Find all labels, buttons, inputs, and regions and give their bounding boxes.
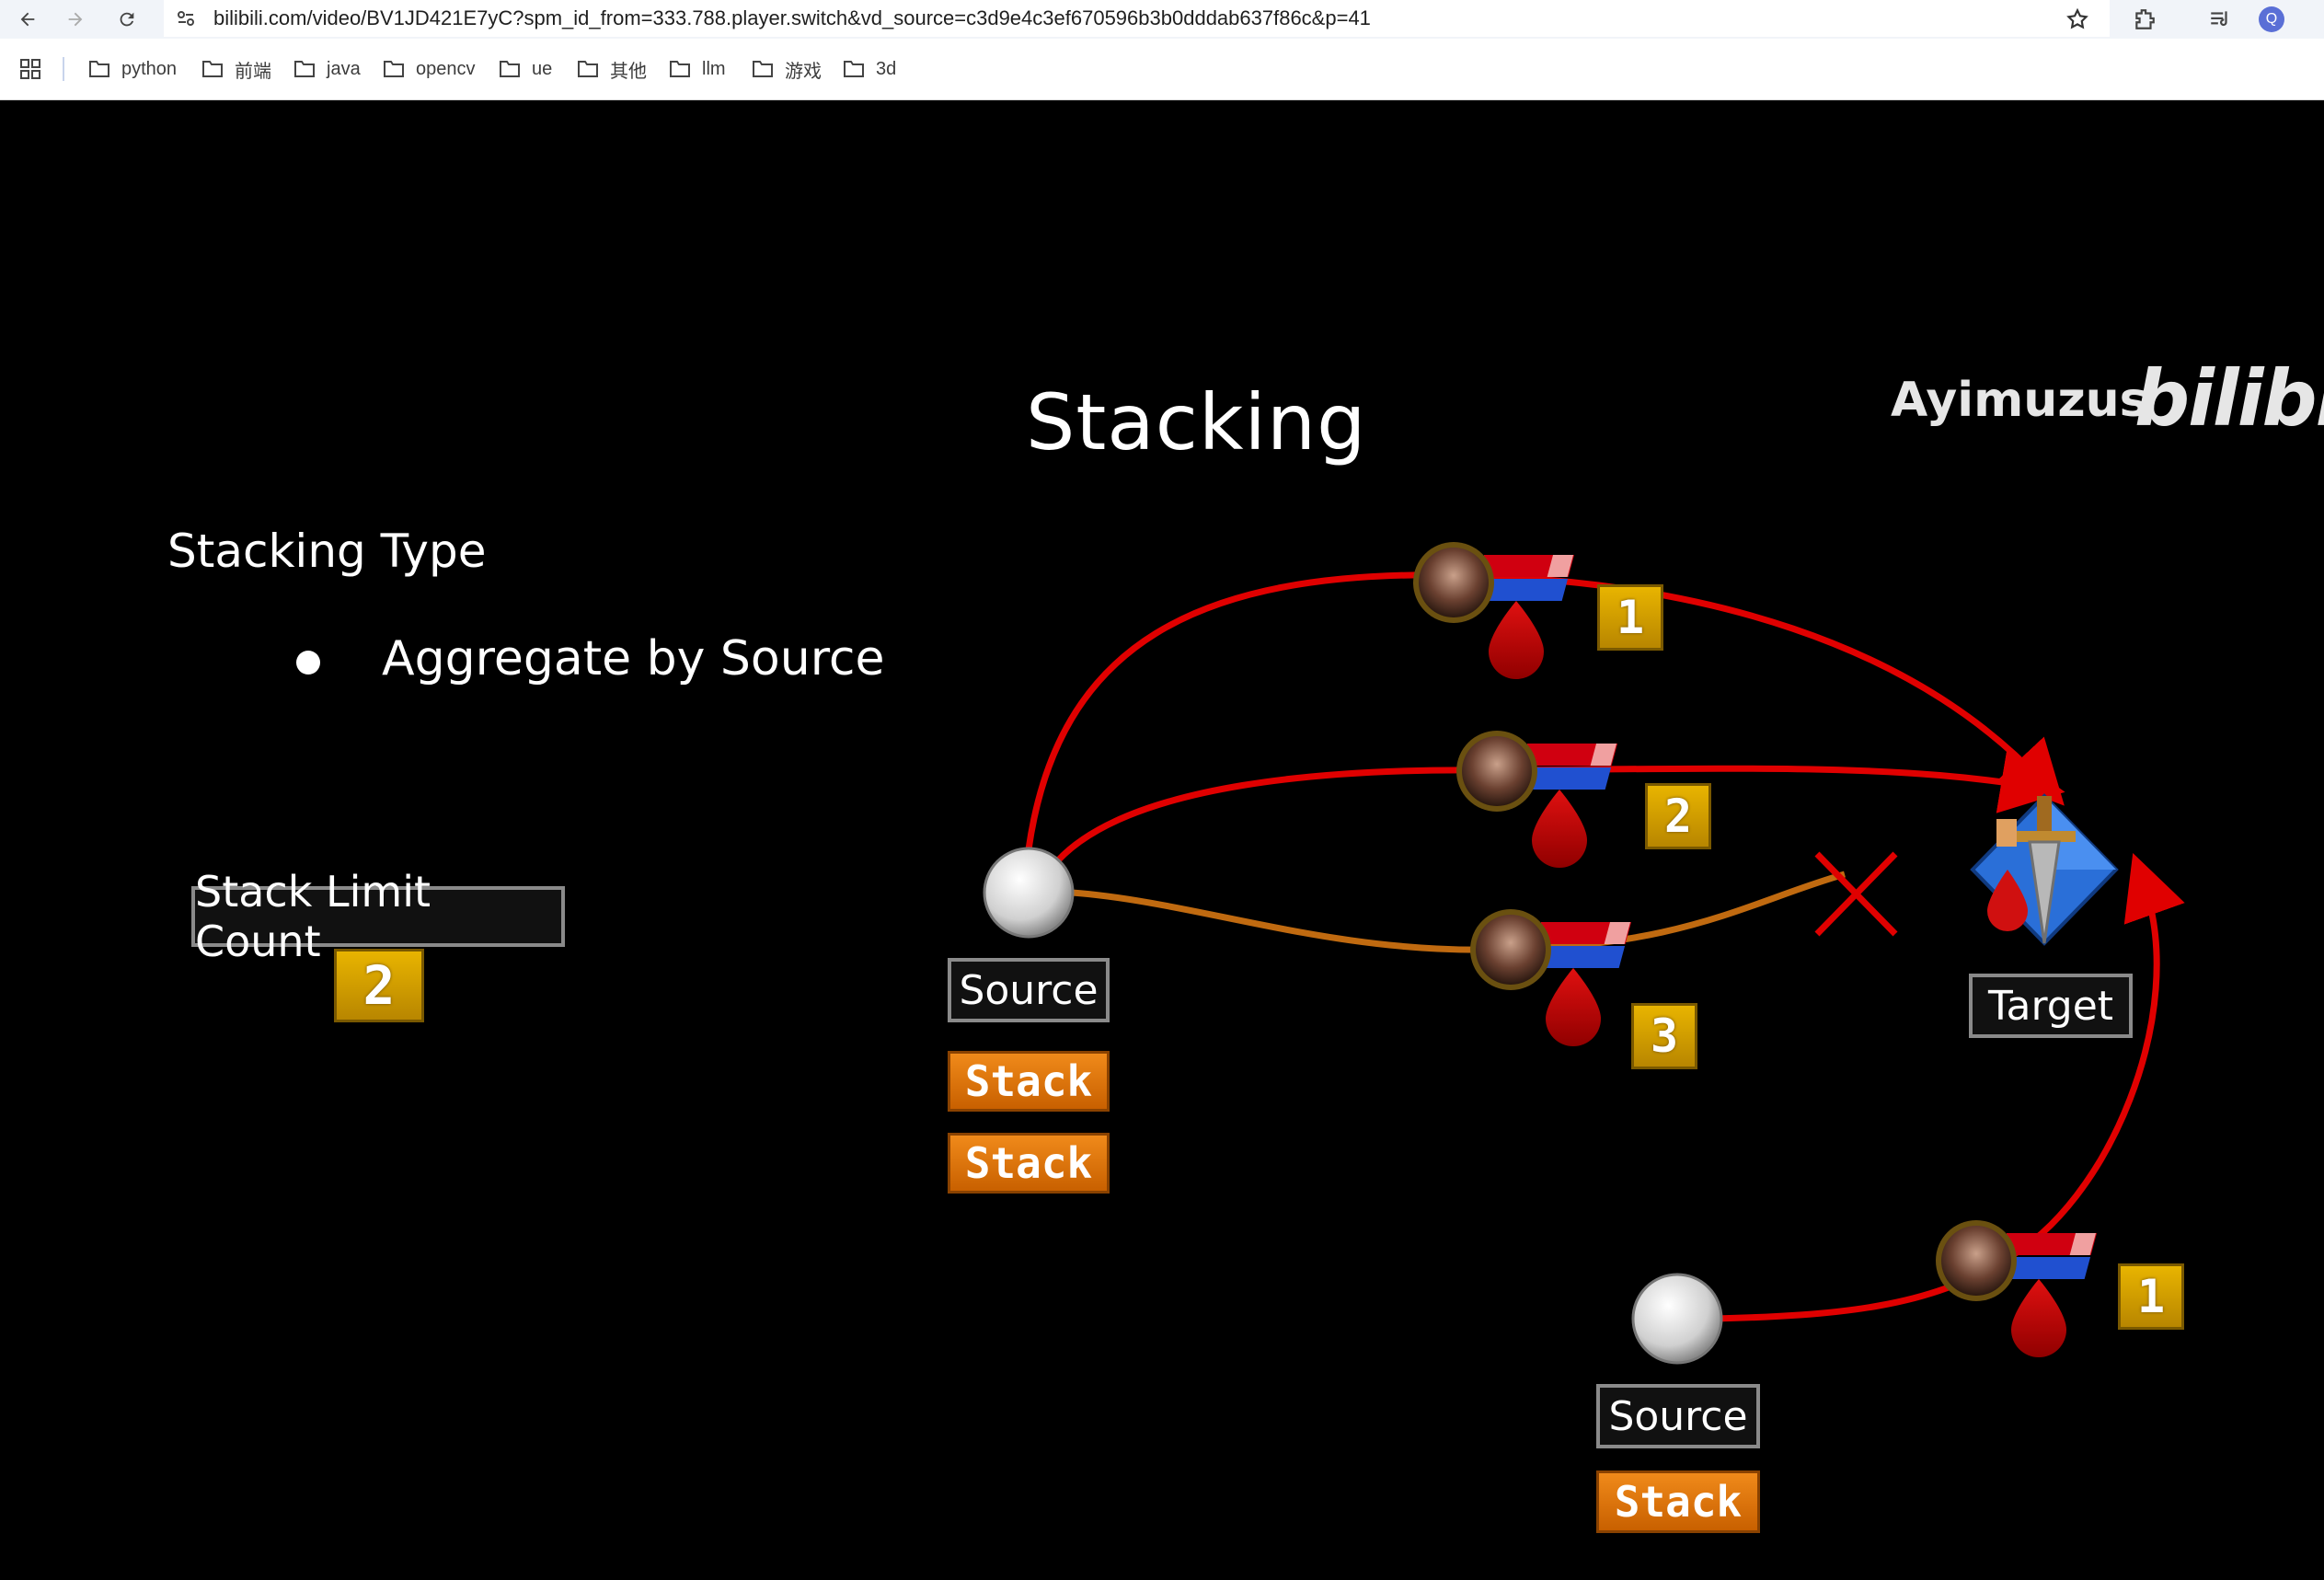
bookmark-label: ue [532, 58, 553, 79]
dagger-hilt [2037, 796, 2052, 833]
bullet-dot [296, 651, 320, 675]
character-avatar-icon [1419, 548, 1489, 617]
effect-token-2 [1456, 731, 1618, 868]
stack-badge: Stack [948, 1133, 1110, 1194]
path-source1-to-target-1 [1025, 571, 2065, 850]
effect-count-badge: 1 [1597, 584, 1663, 651]
bookmarks-separator [63, 57, 64, 81]
back-button[interactable] [13, 5, 42, 34]
apps-grid-icon[interactable] [20, 59, 40, 79]
blood-drop-icon [1489, 601, 1544, 679]
source-node-icon [983, 847, 1075, 939]
source-node-icon [1631, 1273, 1723, 1365]
address-bar[interactable]: bilibili.com/video/BV1JD421E7yC?spm_id_f… [164, 0, 2110, 37]
effect-token-1 [1413, 542, 1575, 679]
bookmark-label: java [327, 58, 361, 79]
effect-count-badge: 3 [1631, 1003, 1697, 1069]
url-text[interactable]: bilibili.com/video/BV1JD421E7yC?spm_id_f… [213, 6, 1371, 29]
bookmark-label: python [121, 58, 178, 79]
forward-button[interactable] [61, 5, 90, 34]
effect-token-4 [1936, 1220, 2098, 1357]
site-settings-icon[interactable] [175, 7, 197, 29]
bookmark-folder[interactable]: 前端 [201, 39, 271, 99]
slide-title: Stacking [1026, 377, 1367, 467]
bullet-text: Aggregate by Source [382, 631, 885, 686]
stack-badge: Stack [1596, 1470, 1760, 1533]
folder-icon [202, 61, 223, 77]
bookmark-label: opencv [416, 58, 476, 79]
bookmark-folder[interactable]: java [293, 39, 361, 99]
effect-count-badge: 1 [2118, 1263, 2184, 1330]
watermark-author: Ayimuzus [1891, 373, 2148, 428]
bilibili-logo: bilibili [2134, 353, 2324, 444]
bookmark-folder[interactable]: python [88, 39, 177, 99]
stack-limit-value: 2 [334, 949, 424, 1022]
stack-badge: Stack [948, 1051, 1110, 1112]
folder-icon [384, 61, 404, 77]
target-label: Target [1969, 974, 2133, 1038]
effect-token-3 [1470, 909, 1632, 1046]
bookmark-folder[interactable]: 游戏 [752, 39, 822, 99]
bookmark-star-icon[interactable] [2065, 7, 2089, 31]
stacking-type-heading: Stacking Type [167, 525, 487, 578]
bookmark-label: 3d [876, 58, 897, 79]
bookmark-label: 前端 [235, 61, 271, 82]
target-icon [1970, 793, 2119, 946]
bookmark-folder[interactable]: 其他 [577, 39, 647, 99]
path-source1-blocked [1071, 871, 1846, 953]
blocked-x-icon [1814, 851, 1898, 937]
media-control-icon[interactable] [2208, 7, 2232, 31]
bookmark-folder[interactable]: 3d [843, 39, 896, 99]
bookmark-folder[interactable]: ue [499, 39, 552, 99]
character-avatar-icon [1476, 915, 1546, 985]
blood-drop-icon [1546, 968, 1601, 1046]
bookmark-folder[interactable]: opencv [383, 39, 476, 99]
effect-count-badge: 2 [1645, 783, 1711, 849]
character-avatar-icon [1462, 736, 1532, 806]
blood-drop-icon [2011, 1279, 2066, 1357]
bookmark-label: 游戏 [785, 61, 822, 82]
folder-icon [578, 61, 598, 77]
arrow-left-icon [20, 12, 35, 27]
character-avatar-icon [1941, 1226, 2011, 1296]
folder-icon [500, 61, 520, 77]
folder-icon [670, 61, 690, 77]
bookmarks-bar: python 前端 java opencv ue 其他 llm 游戏 3d [0, 39, 2324, 100]
folder-icon [844, 61, 864, 77]
profile-avatar[interactable]: Q [2259, 6, 2284, 32]
blood-drop-icon [1532, 790, 1587, 868]
bookmark-label: 其他 [610, 61, 647, 82]
folder-icon [294, 61, 315, 77]
arrow-right-icon [68, 12, 83, 27]
stack-limit-label: Stack Limit Count [191, 867, 565, 966]
video-player[interactable] [0, 100, 2324, 1580]
browser-toolbar: bilibili.com/video/BV1JD421E7yC?spm_id_f… [0, 0, 2324, 39]
bookmark-label: llm [702, 58, 726, 79]
extensions-icon[interactable] [2133, 7, 2157, 31]
bookmark-folder[interactable]: llm [669, 39, 726, 99]
folder-icon [753, 61, 773, 77]
source-label: Source [1596, 1384, 1760, 1448]
folder-icon [89, 61, 109, 77]
source-label: Source [948, 958, 1110, 1022]
